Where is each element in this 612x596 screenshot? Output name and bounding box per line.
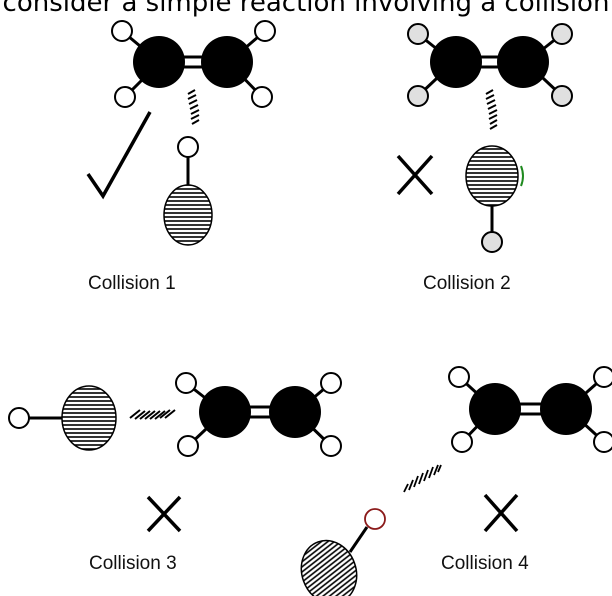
cross-mark-icon — [483, 493, 519, 533]
hydrogen-atom — [448, 366, 470, 388]
collision-3-label: Collision 3 — [89, 553, 177, 574]
halogen-atom — [300, 539, 358, 596]
cross-mark-icon — [396, 154, 434, 196]
carbon-atom — [430, 36, 482, 88]
collision-2-panel — [396, 23, 573, 253]
check-mark-icon — [86, 111, 152, 200]
hydrogen-atom — [8, 407, 30, 429]
cross-mark-icon — [146, 495, 182, 533]
halogen-atom — [163, 184, 213, 246]
hydrogen-atom — [593, 366, 612, 388]
hydrogen-halide-molecule — [163, 136, 213, 246]
carbon-atom — [133, 36, 185, 88]
hydrogen-atom — [254, 20, 276, 42]
hydrogen-atom — [177, 136, 199, 158]
hydrogen-atom — [364, 508, 386, 530]
hydrogen-halide-molecule — [465, 145, 524, 253]
hydrogen-atom — [251, 86, 273, 108]
carbon-atom — [540, 383, 592, 435]
carbon-atom — [469, 383, 521, 435]
approach-arrow — [485, 89, 498, 130]
ethene-molecule — [448, 366, 612, 453]
hydrogen-atom — [177, 435, 199, 457]
collision-2-label: Collision 2 — [423, 273, 511, 294]
hydrogen-atom — [551, 23, 573, 45]
collision-1-label: Collision 1 — [88, 273, 176, 294]
hydrogen-atom — [451, 431, 473, 453]
collision-1-panel — [86, 20, 276, 246]
hydrogen-atom — [114, 86, 136, 108]
collision-3-panel — [8, 372, 342, 533]
collision-4-label: Collision 4 — [441, 553, 529, 574]
halogen-atom — [465, 145, 519, 207]
hydrogen-atom — [175, 372, 197, 394]
carbon-atom — [269, 386, 321, 438]
carbon-atom — [497, 36, 549, 88]
approach-arrow — [403, 464, 442, 493]
ethene-molecule — [175, 372, 342, 457]
approach-arrow — [187, 89, 200, 125]
collision-4-panel — [300, 366, 612, 596]
hydrogen-atom — [593, 431, 612, 453]
page-heading: consider a simple reaction involving a c… — [2, 0, 610, 18]
hydrogen-atom — [407, 23, 429, 45]
hydrogen-atom — [407, 85, 429, 107]
ethene-molecule — [407, 23, 573, 107]
ethene-molecule — [111, 20, 276, 108]
hydrogen-atom — [320, 435, 342, 457]
halogen-atom — [61, 385, 117, 451]
hydrogen-halide-molecule — [8, 385, 117, 451]
approach-arrow — [129, 409, 176, 420]
carbon-atom — [199, 386, 251, 438]
hydrogen-atom — [551, 85, 573, 107]
hydrogen-atom — [320, 372, 342, 394]
hydrogen-halide-molecule — [300, 508, 386, 596]
hydrogen-atom — [481, 231, 503, 253]
carbon-atom — [201, 36, 253, 88]
hydrogen-atom — [111, 20, 133, 42]
